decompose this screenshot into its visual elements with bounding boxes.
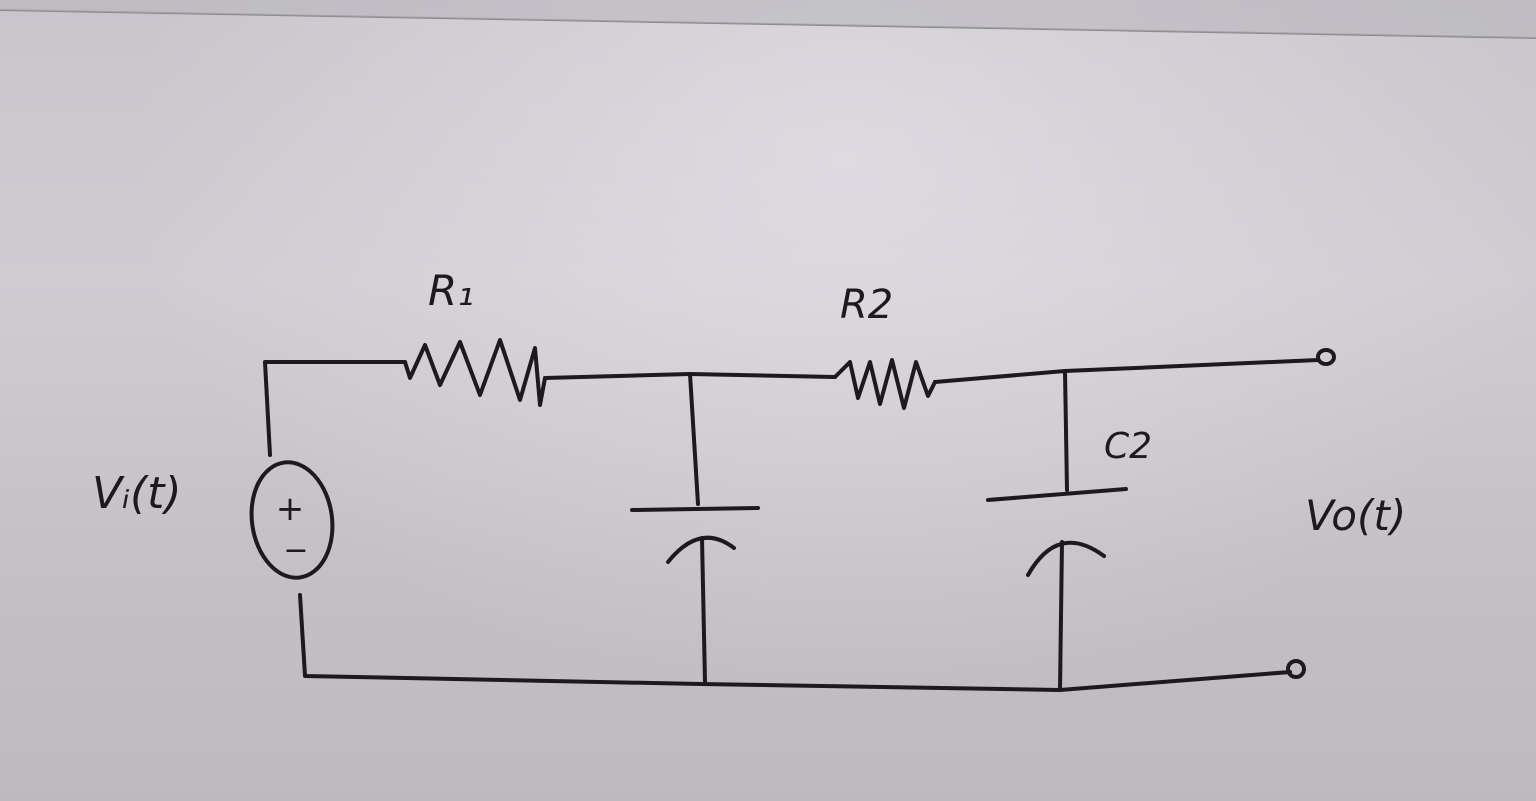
output-terminal-top (1316, 348, 1336, 366)
resistor-r1 (403, 338, 547, 407)
label-output-voltage: Vo(t) (1305, 491, 1406, 540)
source-plus-sign: + (276, 489, 305, 529)
label-c2: C2 (1104, 426, 1152, 467)
voltage-source: + − (249, 460, 335, 580)
resistor-r2 (833, 358, 937, 410)
wire-source-to-r1 (263, 360, 407, 457)
capacitor-1 (630, 372, 760, 685)
label-r2: R2 (840, 282, 893, 328)
label-r1: R₁ (428, 266, 474, 315)
capacitor-c2 (986, 369, 1128, 692)
wire-r1-to-node1 (543, 372, 692, 380)
label-input-voltage: Vᵢ(t) (92, 468, 182, 519)
output-terminal-bottom (1286, 659, 1306, 679)
wire-bottom-return (298, 593, 1292, 692)
wire-node1-to-r2 (688, 372, 837, 379)
wire-r2-to-output-top (933, 358, 1320, 384)
paper-top-edge (0, 0, 1536, 39)
source-minus-sign: − (283, 533, 308, 568)
